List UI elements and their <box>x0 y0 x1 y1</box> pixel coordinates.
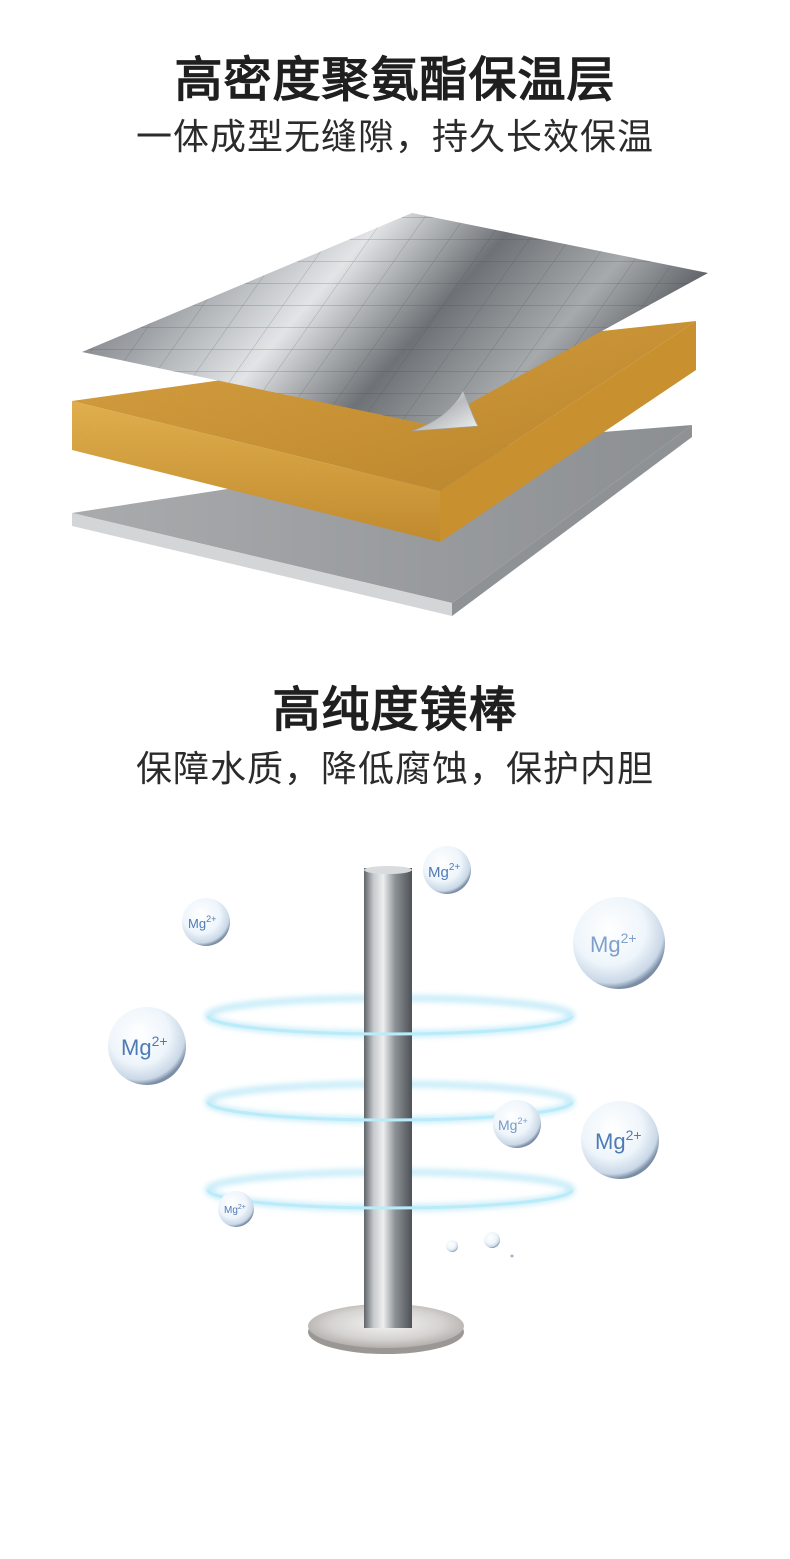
magnesium-rod <box>308 866 464 1354</box>
insulation-subtitle: 一体成型无缝隙，持久长效保温 <box>135 117 654 158</box>
svg-text:Mg2+: Mg2+ <box>121 1033 168 1060</box>
anode-title: 高纯度镁棒 <box>272 682 518 738</box>
ion-bubble: Mg2+ <box>423 846 471 894</box>
aluminum-foil-layer <box>82 213 708 432</box>
anode-subtitle: 保障水质，降低腐蚀，保护内胆 <box>135 749 654 790</box>
svg-text:Mg2+: Mg2+ <box>188 914 216 931</box>
ion-bubble: Mg2+ <box>218 1191 254 1227</box>
svg-text:Mg2+: Mg2+ <box>498 1116 528 1133</box>
insulation-title: 高密度聚氨酯保温层 <box>174 52 616 108</box>
ion-bubble: Mg2+ <box>182 898 230 946</box>
ion-bubble: Mg2+ <box>108 1007 186 1085</box>
foil-curl-corner <box>411 390 479 432</box>
svg-text:Mg2+: Mg2+ <box>590 930 637 957</box>
svg-text:Mg2+: Mg2+ <box>428 862 460 881</box>
svg-text:Mg2+: Mg2+ <box>224 1204 246 1216</box>
ion-bubble: Mg2+ <box>493 1100 541 1148</box>
svg-text:Mg2+: Mg2+ <box>595 1127 642 1154</box>
small-bubbles <box>446 1232 514 1258</box>
magnesium-rod-illustration: Mg2+ Mg2+ Mg2+ Mg2+ Mg2+ Mg2+ Mg2+ <box>108 846 665 1354</box>
ion-bubble: Mg2+ <box>581 1101 659 1179</box>
ion-bubble: Mg2+ <box>573 897 665 989</box>
insulation-layers-illustration <box>72 213 708 616</box>
